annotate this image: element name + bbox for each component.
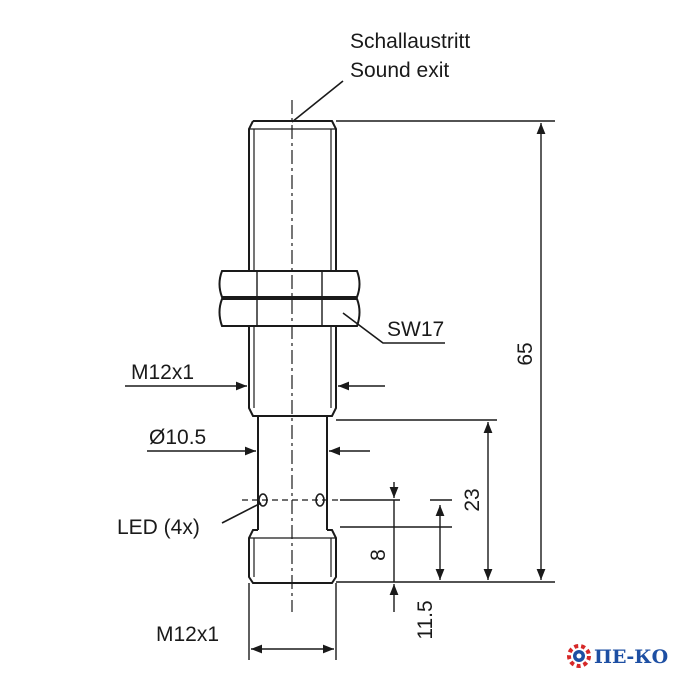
sw17-leader (342, 312, 445, 344)
sound-exit-label-en: Sound exit (350, 59, 449, 82)
company-logo: ПЕ-КО (567, 644, 668, 668)
led-label: LED (4x) (117, 516, 200, 539)
led-leader (221, 502, 262, 524)
leader-lines (221, 80, 445, 524)
dim-8-value: 8 (367, 549, 390, 561)
dim-11-5-value: 11.5 (414, 600, 437, 639)
neck-outline (257, 416, 328, 530)
gear-icon (567, 644, 591, 668)
thread-upper-label: M12x1 (131, 361, 194, 384)
diameter-label: Ø10.5 (149, 426, 206, 449)
dim-65-value: 65 (514, 342, 537, 365)
sound-exit-label-de: Schallaustritt (350, 30, 470, 53)
extension-lines (248, 120, 555, 660)
middle-thread-outline (248, 326, 337, 417)
logo-text: ПЕ-КО (594, 646, 668, 668)
thread-lower-label: M12x1 (156, 623, 219, 646)
wrench-size-label: SW17 (387, 318, 444, 341)
sound-exit-leader (291, 80, 344, 123)
nut-lower (218, 298, 361, 327)
nut-upper (218, 270, 361, 298)
dim-23-value: 23 (461, 488, 484, 511)
dimension-lines (125, 123, 546, 654)
